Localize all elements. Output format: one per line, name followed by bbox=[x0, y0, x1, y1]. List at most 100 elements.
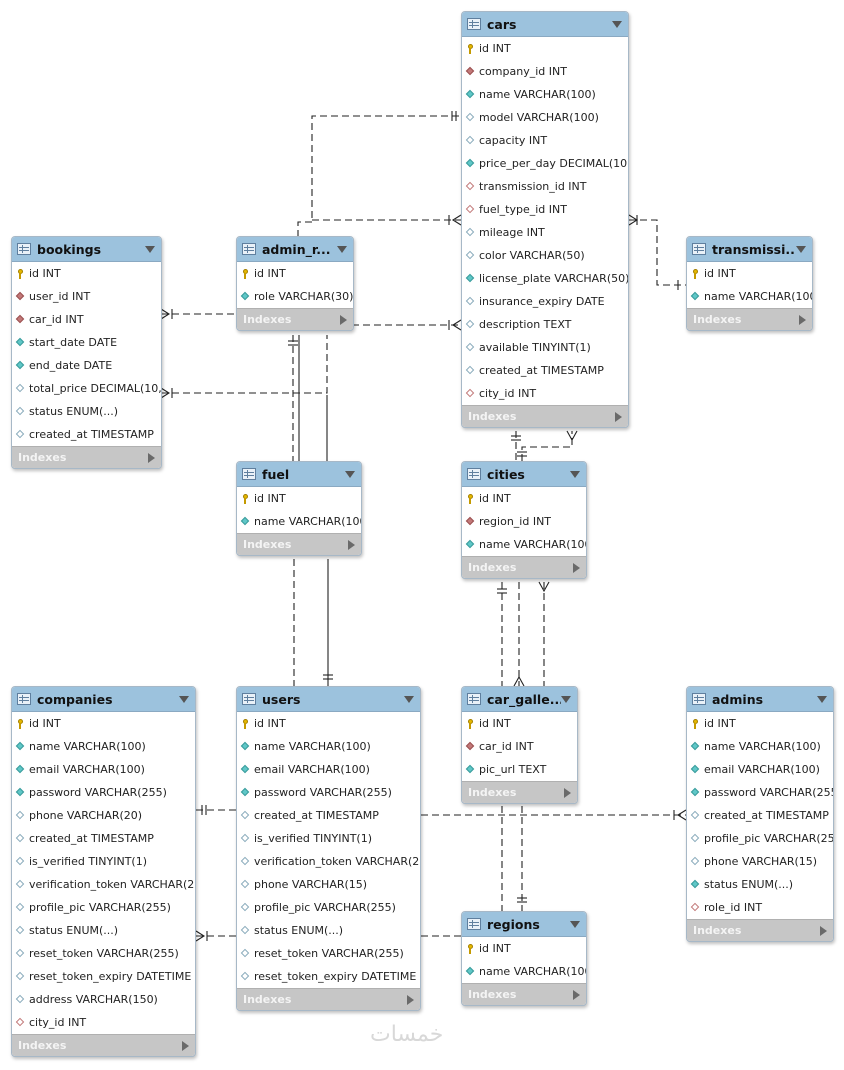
column-row[interactable]: is_verified TINYINT(1) bbox=[12, 850, 195, 873]
column-row[interactable]: capacity INT bbox=[462, 129, 628, 152]
chevron-right-icon[interactable] bbox=[573, 562, 580, 573]
column-row[interactable]: id INT bbox=[687, 712, 833, 735]
chevron-down-icon[interactable] bbox=[570, 470, 580, 478]
table-fuel[interactable]: fuel id INT name VARCHAR(100) Indexes bbox=[236, 461, 362, 556]
table-header[interactable]: fuel bbox=[237, 462, 361, 487]
column-row[interactable]: description TEXT bbox=[462, 313, 628, 336]
column-row[interactable]: id INT bbox=[237, 262, 353, 285]
table-cities[interactable]: cities id INT region_id INT name VARCHAR… bbox=[461, 461, 587, 579]
chevron-right-icon[interactable] bbox=[348, 539, 355, 550]
column-row[interactable]: end_date DATE bbox=[12, 354, 161, 377]
column-row[interactable]: status ENUM(...) bbox=[237, 919, 420, 942]
column-row[interactable]: name VARCHAR(100) bbox=[462, 83, 628, 106]
column-row[interactable]: email VARCHAR(100) bbox=[12, 758, 195, 781]
chevron-right-icon[interactable] bbox=[820, 925, 827, 936]
chevron-right-icon[interactable] bbox=[573, 989, 580, 1000]
column-row[interactable]: id INT bbox=[462, 712, 577, 735]
column-row[interactable]: role_id INT bbox=[687, 896, 833, 919]
column-row[interactable]: car_id INT bbox=[462, 735, 577, 758]
chevron-right-icon[interactable] bbox=[615, 411, 622, 422]
column-row[interactable]: created_at TIMESTAMP bbox=[462, 359, 628, 382]
table-header[interactable]: admin_r... bbox=[237, 237, 353, 262]
chevron-down-icon[interactable] bbox=[561, 695, 571, 703]
chevron-down-icon[interactable] bbox=[570, 920, 580, 928]
column-row[interactable]: is_verified TINYINT(1) bbox=[237, 827, 420, 850]
column-row[interactable]: id INT bbox=[12, 262, 161, 285]
table-transmissions[interactable]: transmissi... id INT name VARCHAR(100) I… bbox=[686, 236, 813, 331]
column-row[interactable]: user_id INT bbox=[12, 285, 161, 308]
chevron-down-icon[interactable] bbox=[145, 245, 155, 253]
column-row[interactable]: password VARCHAR(255) bbox=[12, 781, 195, 804]
indexes-section[interactable]: Indexes bbox=[462, 556, 586, 578]
table-header[interactable]: regions bbox=[462, 912, 586, 937]
column-row[interactable]: verification_token VARCHAR(25... bbox=[237, 850, 420, 873]
indexes-section[interactable]: Indexes bbox=[237, 988, 420, 1010]
column-row[interactable]: name VARCHAR(100) bbox=[12, 735, 195, 758]
table-admin-roles[interactable]: admin_r... id INT role VARCHAR(30) Index… bbox=[236, 236, 354, 331]
column-row[interactable]: id INT bbox=[462, 37, 628, 60]
chevron-down-icon[interactable] bbox=[404, 695, 414, 703]
column-row[interactable]: status ENUM(...) bbox=[12, 400, 161, 423]
column-row[interactable]: address VARCHAR(150) bbox=[12, 988, 195, 1011]
table-header[interactable]: car_galle... bbox=[462, 687, 577, 712]
column-row[interactable]: mileage INT bbox=[462, 221, 628, 244]
chevron-down-icon[interactable] bbox=[337, 245, 347, 253]
column-row[interactable]: name VARCHAR(100) bbox=[237, 510, 361, 533]
chevron-right-icon[interactable] bbox=[340, 314, 347, 325]
table-car-gallery[interactable]: car_galle... id INT car_id INT pic_url T… bbox=[461, 686, 578, 804]
column-row[interactable]: color VARCHAR(50) bbox=[462, 244, 628, 267]
indexes-section[interactable]: Indexes bbox=[687, 308, 812, 330]
indexes-section[interactable]: Indexes bbox=[12, 1034, 195, 1056]
table-header[interactable]: cars bbox=[462, 12, 628, 37]
column-row[interactable]: city_id INT bbox=[12, 1011, 195, 1034]
column-row[interactable]: region_id INT bbox=[462, 510, 586, 533]
chevron-right-icon[interactable] bbox=[799, 314, 806, 325]
indexes-section[interactable]: Indexes bbox=[237, 308, 353, 330]
column-row[interactable]: email VARCHAR(100) bbox=[237, 758, 420, 781]
column-row[interactable]: id INT bbox=[237, 712, 420, 735]
column-row[interactable]: license_plate VARCHAR(50) bbox=[462, 267, 628, 290]
column-row[interactable]: name VARCHAR(100) bbox=[462, 960, 586, 983]
column-row[interactable]: name VARCHAR(100) bbox=[687, 285, 812, 308]
column-row[interactable]: reset_token_expiry DATETIME bbox=[12, 965, 195, 988]
chevron-down-icon[interactable] bbox=[179, 695, 189, 703]
chevron-right-icon[interactable] bbox=[564, 787, 571, 798]
column-row[interactable]: password VARCHAR(255) bbox=[237, 781, 420, 804]
column-row[interactable]: status ENUM(...) bbox=[12, 919, 195, 942]
table-header[interactable]: cities bbox=[462, 462, 586, 487]
column-row[interactable]: start_date DATE bbox=[12, 331, 161, 354]
chevron-right-icon[interactable] bbox=[407, 994, 414, 1005]
column-row[interactable]: car_id INT bbox=[12, 308, 161, 331]
column-row[interactable]: price_per_day DECIMAL(10,... bbox=[462, 152, 628, 175]
indexes-section[interactable]: Indexes bbox=[462, 405, 628, 427]
column-row[interactable]: total_price DECIMAL(10,... bbox=[12, 377, 161, 400]
column-row[interactable]: email VARCHAR(100) bbox=[687, 758, 833, 781]
table-bookings[interactable]: bookings id INT user_id INT car_id INT s… bbox=[11, 236, 162, 469]
column-row[interactable]: id INT bbox=[12, 712, 195, 735]
column-row[interactable]: created_at TIMESTAMP bbox=[12, 827, 195, 850]
column-row[interactable]: fuel_type_id INT bbox=[462, 198, 628, 221]
chevron-down-icon[interactable] bbox=[612, 20, 622, 28]
indexes-section[interactable]: Indexes bbox=[462, 983, 586, 1005]
column-row[interactable]: role VARCHAR(30) bbox=[237, 285, 353, 308]
table-admins[interactable]: admins id INT name VARCHAR(100) email VA… bbox=[686, 686, 834, 942]
table-users[interactable]: users id INT name VARCHAR(100) email VAR… bbox=[236, 686, 421, 1011]
column-row[interactable]: created_at TIMESTAMP bbox=[687, 804, 833, 827]
table-header[interactable]: admins bbox=[687, 687, 833, 712]
column-row[interactable]: verification_token VARCHAR(25... bbox=[12, 873, 195, 896]
table-regions[interactable]: regions id INT name VARCHAR(100) Indexes bbox=[461, 911, 587, 1006]
column-row[interactable]: password VARCHAR(255) bbox=[687, 781, 833, 804]
column-row[interactable]: pic_url TEXT bbox=[462, 758, 577, 781]
indexes-section[interactable]: Indexes bbox=[687, 919, 833, 941]
column-row[interactable]: id INT bbox=[462, 937, 586, 960]
column-row[interactable]: phone VARCHAR(20) bbox=[12, 804, 195, 827]
table-companies[interactable]: companies id INT name VARCHAR(100) email… bbox=[11, 686, 196, 1057]
table-cars[interactable]: cars id INT company_id INT name VARCHAR(… bbox=[461, 11, 629, 428]
column-row[interactable]: id INT bbox=[462, 487, 586, 510]
column-row[interactable]: model VARCHAR(100) bbox=[462, 106, 628, 129]
column-row[interactable]: profile_pic VARCHAR(25... bbox=[687, 827, 833, 850]
column-row[interactable]: reset_token VARCHAR(255) bbox=[237, 942, 420, 965]
indexes-section[interactable]: Indexes bbox=[237, 533, 361, 555]
column-row[interactable]: status ENUM(...) bbox=[687, 873, 833, 896]
chevron-right-icon[interactable] bbox=[148, 452, 155, 463]
